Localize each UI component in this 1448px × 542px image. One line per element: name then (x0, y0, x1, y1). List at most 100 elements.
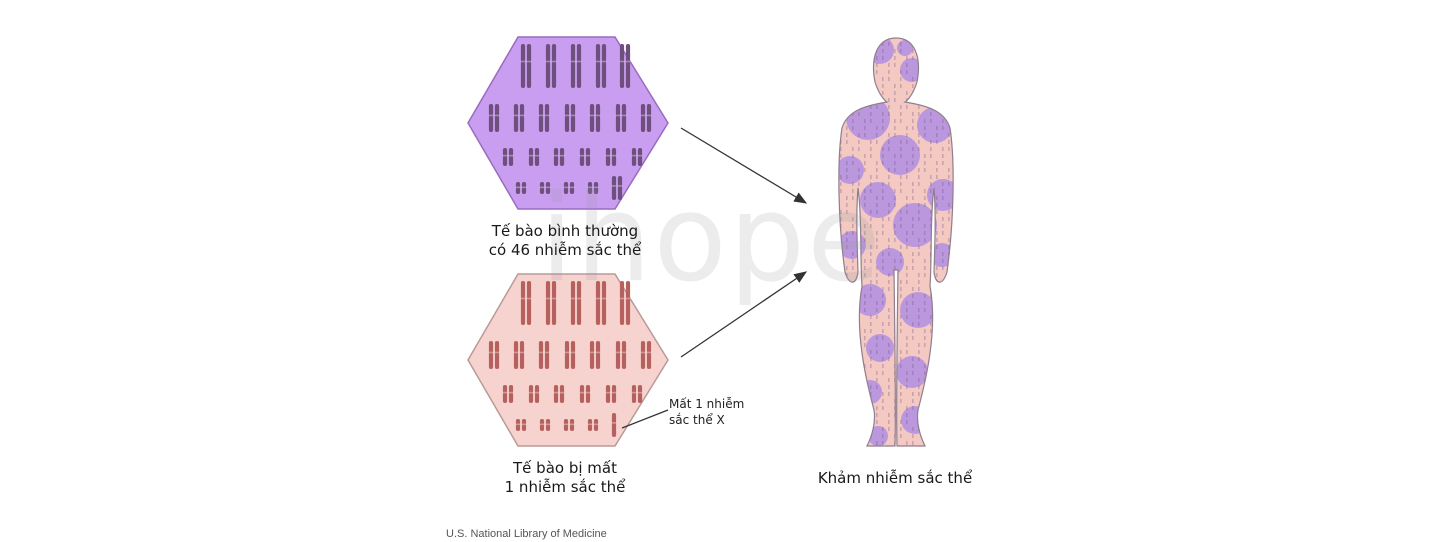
chromosome (488, 341, 494, 369)
chromosome (519, 104, 525, 132)
chromosome (637, 148, 643, 166)
chromosome (615, 104, 621, 132)
chromosome (488, 104, 494, 132)
chromosome (494, 104, 500, 132)
chromosome (646, 104, 652, 132)
chromosome (521, 182, 527, 194)
chromosome (545, 44, 551, 88)
chromosome (569, 419, 575, 431)
chromosome (576, 44, 582, 88)
chromosome (539, 182, 545, 194)
chromosome (611, 413, 617, 437)
chromosome (637, 385, 643, 403)
chromosome (538, 104, 544, 132)
chromosome (553, 148, 559, 166)
chromosome (544, 341, 550, 369)
chromosome (611, 176, 617, 200)
source-credit: U.S. National Library of Medicine (446, 528, 607, 540)
chromosome (526, 44, 532, 88)
chromosome (640, 341, 646, 369)
chromosome (601, 281, 607, 325)
chromosome (563, 419, 569, 431)
chromosome (520, 281, 526, 325)
chromosome (545, 281, 551, 325)
chromosome (593, 182, 599, 194)
chromosome (646, 341, 652, 369)
missing-x-note: Mất 1 nhiễm sắc thể X (669, 396, 744, 428)
chromosome (569, 182, 575, 194)
missing-x-note-line-2: sắc thể X (669, 413, 725, 427)
chromosome (605, 148, 611, 166)
chromosome (611, 148, 617, 166)
missing-x-pointer-line (621, 409, 669, 429)
lost-cell-caption-line-1: Tế bào bị mất (513, 459, 617, 477)
chromosome (631, 385, 637, 403)
normal-cell-caption-line-1: Tế bào bình thường (491, 222, 639, 240)
arrow-normal-to-body (680, 127, 808, 204)
normal-cell-caption-line-2: có 46 nhiễm sắc thể (488, 241, 642, 259)
chromosome (551, 44, 557, 88)
chromosome (519, 341, 525, 369)
chromosome (589, 341, 595, 369)
chromosome (513, 341, 519, 369)
chromosome (615, 341, 621, 369)
watermark: ihope (540, 170, 883, 309)
lost-cell-caption-line-2: 1 nhiễm sắc thể (504, 478, 626, 496)
chromosome (593, 419, 599, 431)
chromosome (621, 341, 627, 369)
chromosome (534, 385, 540, 403)
chromosome (585, 148, 591, 166)
chromosome (587, 419, 593, 431)
chromosome (538, 341, 544, 369)
lost-cell-chromosomes (488, 281, 652, 437)
chromosome (526, 281, 532, 325)
chromosome (631, 148, 637, 166)
chromosome (587, 182, 593, 194)
arrow-lost-to-body (680, 271, 808, 358)
chromosome (534, 148, 540, 166)
chromosome (545, 182, 551, 194)
missing-x-note-line-1: Mất 1 nhiễm (669, 397, 745, 411)
chromosome (625, 281, 631, 325)
mosaic-caption: Khảm nhiễm sắc thể (817, 469, 973, 487)
chromosome (545, 419, 551, 431)
chromosome (508, 148, 514, 166)
chromosome (508, 385, 514, 403)
chromosome (559, 385, 565, 403)
chromosome (521, 419, 527, 431)
chromosome (595, 44, 601, 88)
chromosome (601, 44, 607, 88)
chromosome (564, 104, 570, 132)
chromosome (605, 385, 611, 403)
normal-cell-caption: Tế bào bình thường có 46 nhiễm sắc thể (470, 222, 660, 260)
chromosome (570, 341, 576, 369)
chromosome (502, 148, 508, 166)
chromosome (551, 281, 557, 325)
chromosome (640, 104, 646, 132)
normal-cell-chromosomes (488, 44, 652, 200)
chromosome (619, 44, 625, 88)
chromosome (611, 385, 617, 403)
chromosome (621, 104, 627, 132)
chromosome (553, 385, 559, 403)
chromosome (544, 104, 550, 132)
chromosome (570, 104, 576, 132)
chromosome (528, 148, 534, 166)
chromosome (502, 385, 508, 403)
lost-cell-caption: Tế bào bị mất 1 nhiễm sắc thể (470, 459, 660, 497)
chromosome (585, 385, 591, 403)
chromosome (595, 341, 601, 369)
chromosome (515, 419, 521, 431)
chromosome (576, 281, 582, 325)
chromosome (619, 281, 625, 325)
chromosome (579, 385, 585, 403)
chromosome (539, 419, 545, 431)
chromosome (570, 281, 576, 325)
chromosome (563, 182, 569, 194)
chromosome (617, 176, 623, 200)
chromosome (625, 44, 631, 88)
chromosome (528, 385, 534, 403)
chromosome (595, 104, 601, 132)
chromosome (559, 148, 565, 166)
